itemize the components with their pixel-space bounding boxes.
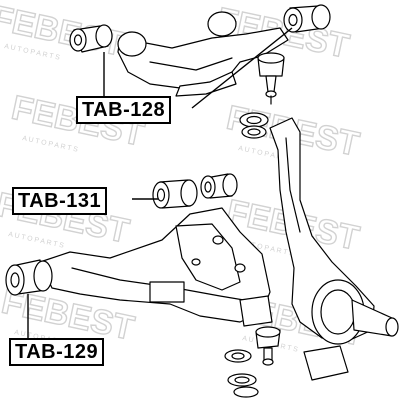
bushing-middle-sleeve [200,173,238,199]
part-label-tab-128: TAB-128 [76,96,172,124]
upper-boot-seals [239,112,269,139]
upper-ball-joint [257,52,285,105]
upper-control-arm [117,11,289,97]
bushing-middle [152,179,198,209]
bushing-upper-left [69,24,113,53]
lower-control-arm [39,207,273,327]
steering-knuckle [269,117,399,381]
lower-boot-seals [224,349,259,398]
part-label-tab-131: TAB-131 [12,187,108,215]
lower-ball-joint [255,326,281,366]
bushing-lower [5,259,53,296]
bushing-upper-right [283,4,331,33]
part-label-tab-129: TAB-129 [9,338,105,366]
leader-line-tab-128 [191,27,293,109]
